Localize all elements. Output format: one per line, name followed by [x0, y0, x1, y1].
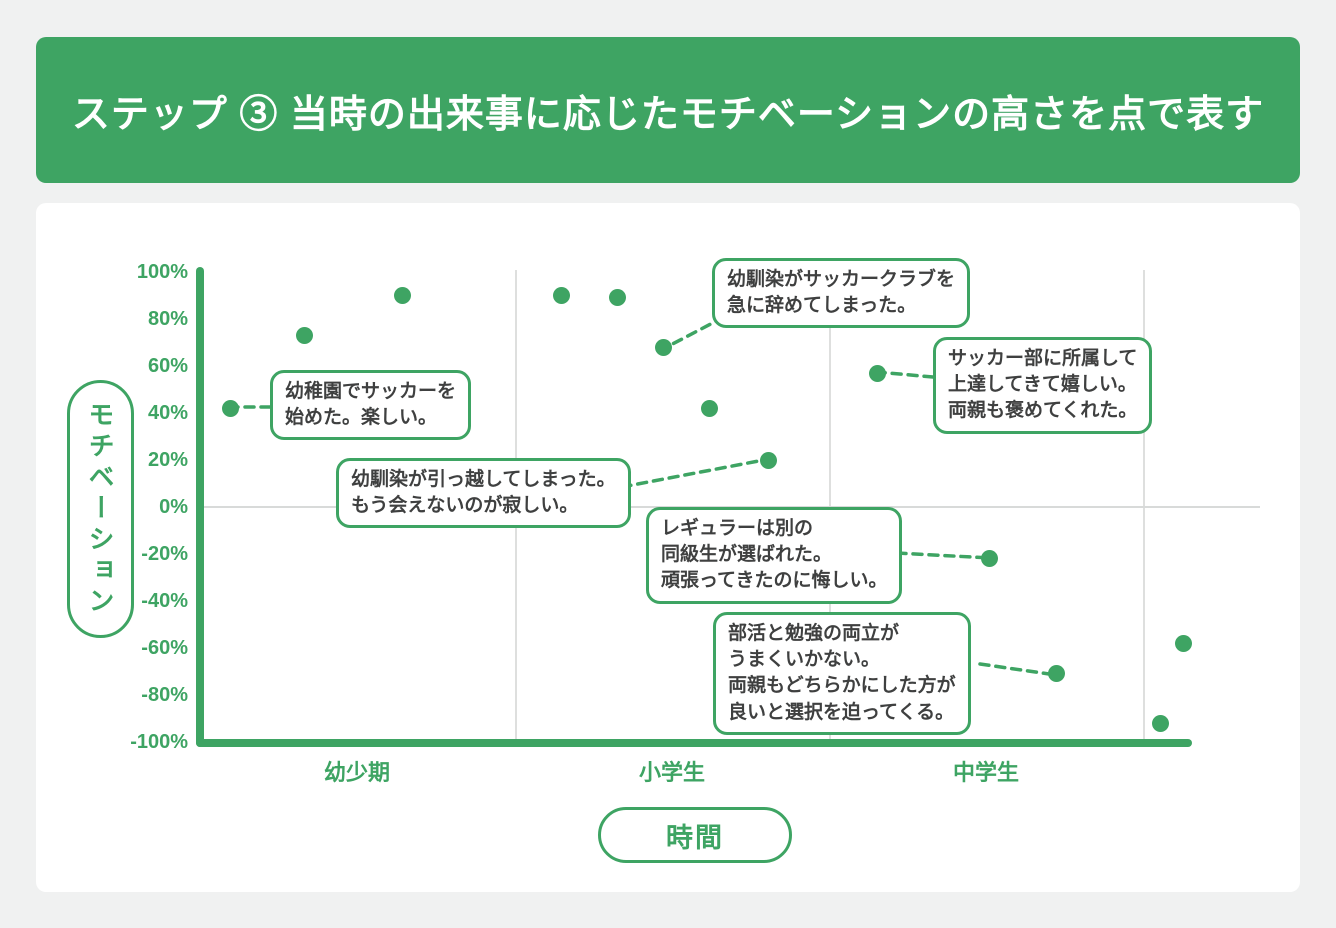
event-callout-line: 両親もどちらかにした方が	[728, 675, 956, 697]
y-tick-label: -60%	[141, 637, 188, 659]
y-axis-label-pill: モチベーション	[67, 380, 134, 638]
event-callout-line: 同級生が選ばれた。	[661, 544, 833, 566]
chart-card: 100%80%60%40%20%0%-20%-40%-60%-80%-100% …	[36, 203, 1300, 892]
event-callout-line: 部活と勉強の両立が	[728, 623, 900, 644]
event-callout-line: 上達してきて嬉しい。	[948, 374, 1137, 396]
x-category-label: 中学生	[952, 760, 1020, 785]
y-tick-label: 0%	[159, 496, 188, 518]
event-callout: 幼稚園でサッカーを始めた。楽しい。	[270, 370, 472, 441]
data-point	[1174, 634, 1192, 652]
y-tick-label: 20%	[147, 449, 188, 471]
event-callout-line: レギュラーは別の	[661, 518, 814, 539]
event-callout-line: 幼馴染が引っ越してしまった。	[351, 469, 616, 490]
data-point	[609, 289, 627, 307]
data-point	[1151, 714, 1169, 732]
event-callout: 幼馴染が引っ越してしまった。もう会えないのが寂しい。	[336, 458, 631, 529]
data-point	[654, 338, 672, 356]
x-category-label: 幼少期	[323, 760, 391, 785]
event-callout-line: 頑張ってきたのに悔しい。	[661, 570, 888, 592]
y-tick-label: 40%	[147, 402, 188, 424]
y-tick-label: 80%	[147, 308, 188, 330]
data-point	[295, 326, 313, 344]
y-tick-label: 100%	[136, 261, 188, 283]
event-callout: 幼馴染がサッカークラブを急に辞めてしまった。	[712, 258, 971, 329]
data-point	[869, 364, 887, 382]
x-axis-line	[196, 739, 1192, 747]
data-point	[552, 287, 570, 304]
event-callout-line: 幼馴染がサッカークラブを	[727, 269, 956, 290]
y-tick-label: -20%	[141, 543, 188, 565]
data-point	[701, 399, 719, 417]
y-tick-label: -100%	[130, 731, 188, 753]
event-callout-line: うまくいかない。	[728, 649, 881, 671]
event-callout-line: 両親も褒めてくれた。	[948, 400, 1138, 422]
event-callout-line: サッカー部に所属して	[948, 348, 1138, 369]
title-banner: ステップ ③ 当時の出来事に応じたモチベーションの高さを点で表す	[36, 37, 1300, 183]
data-point	[759, 451, 777, 469]
event-callout-line: もう会えないのが寂しい。	[351, 495, 579, 517]
x-axis-label: 時間	[666, 822, 724, 853]
data-point	[393, 287, 411, 304]
event-callout: サッカー部に所属して上達してきて嬉しい。両親も褒めてくれた。	[933, 337, 1153, 434]
event-callout: レギュラーは別の同級生が選ばれた。頑張ってきたのに悔しい。	[646, 507, 903, 604]
event-callout: 部活と勉強の両立がうまくいかない。両親もどちらかにした方が良いと選択を迫ってくる…	[713, 612, 971, 735]
y-tick-label: 60%	[147, 355, 188, 377]
event-callout-line: 急に辞めてしまった。	[727, 295, 917, 317]
data-point	[222, 399, 240, 417]
title-text: ステップ ③ 当時の出来事に応じたモチベーションの高さを点で表す	[71, 93, 1265, 136]
x-category-label: 小学生	[638, 760, 706, 785]
data-point	[1047, 665, 1065, 683]
data-point	[981, 550, 999, 568]
y-tick-label: -40%	[141, 590, 188, 612]
y-axis-line	[196, 267, 204, 747]
event-callout-line: 幼稚園でサッカーを	[285, 381, 457, 402]
event-callout-line: 始めた。楽しい。	[285, 407, 438, 429]
callout-connector	[895, 551, 992, 560]
x-axis-label-pill: 時間	[598, 807, 792, 863]
y-tick-label: -80%	[141, 684, 188, 706]
y-axis-label: モチベーション	[85, 400, 115, 618]
callout-connector	[620, 457, 771, 489]
event-callout-line: 良いと選択を迫ってくる。	[728, 701, 955, 723]
callout-connector	[978, 662, 1058, 677]
